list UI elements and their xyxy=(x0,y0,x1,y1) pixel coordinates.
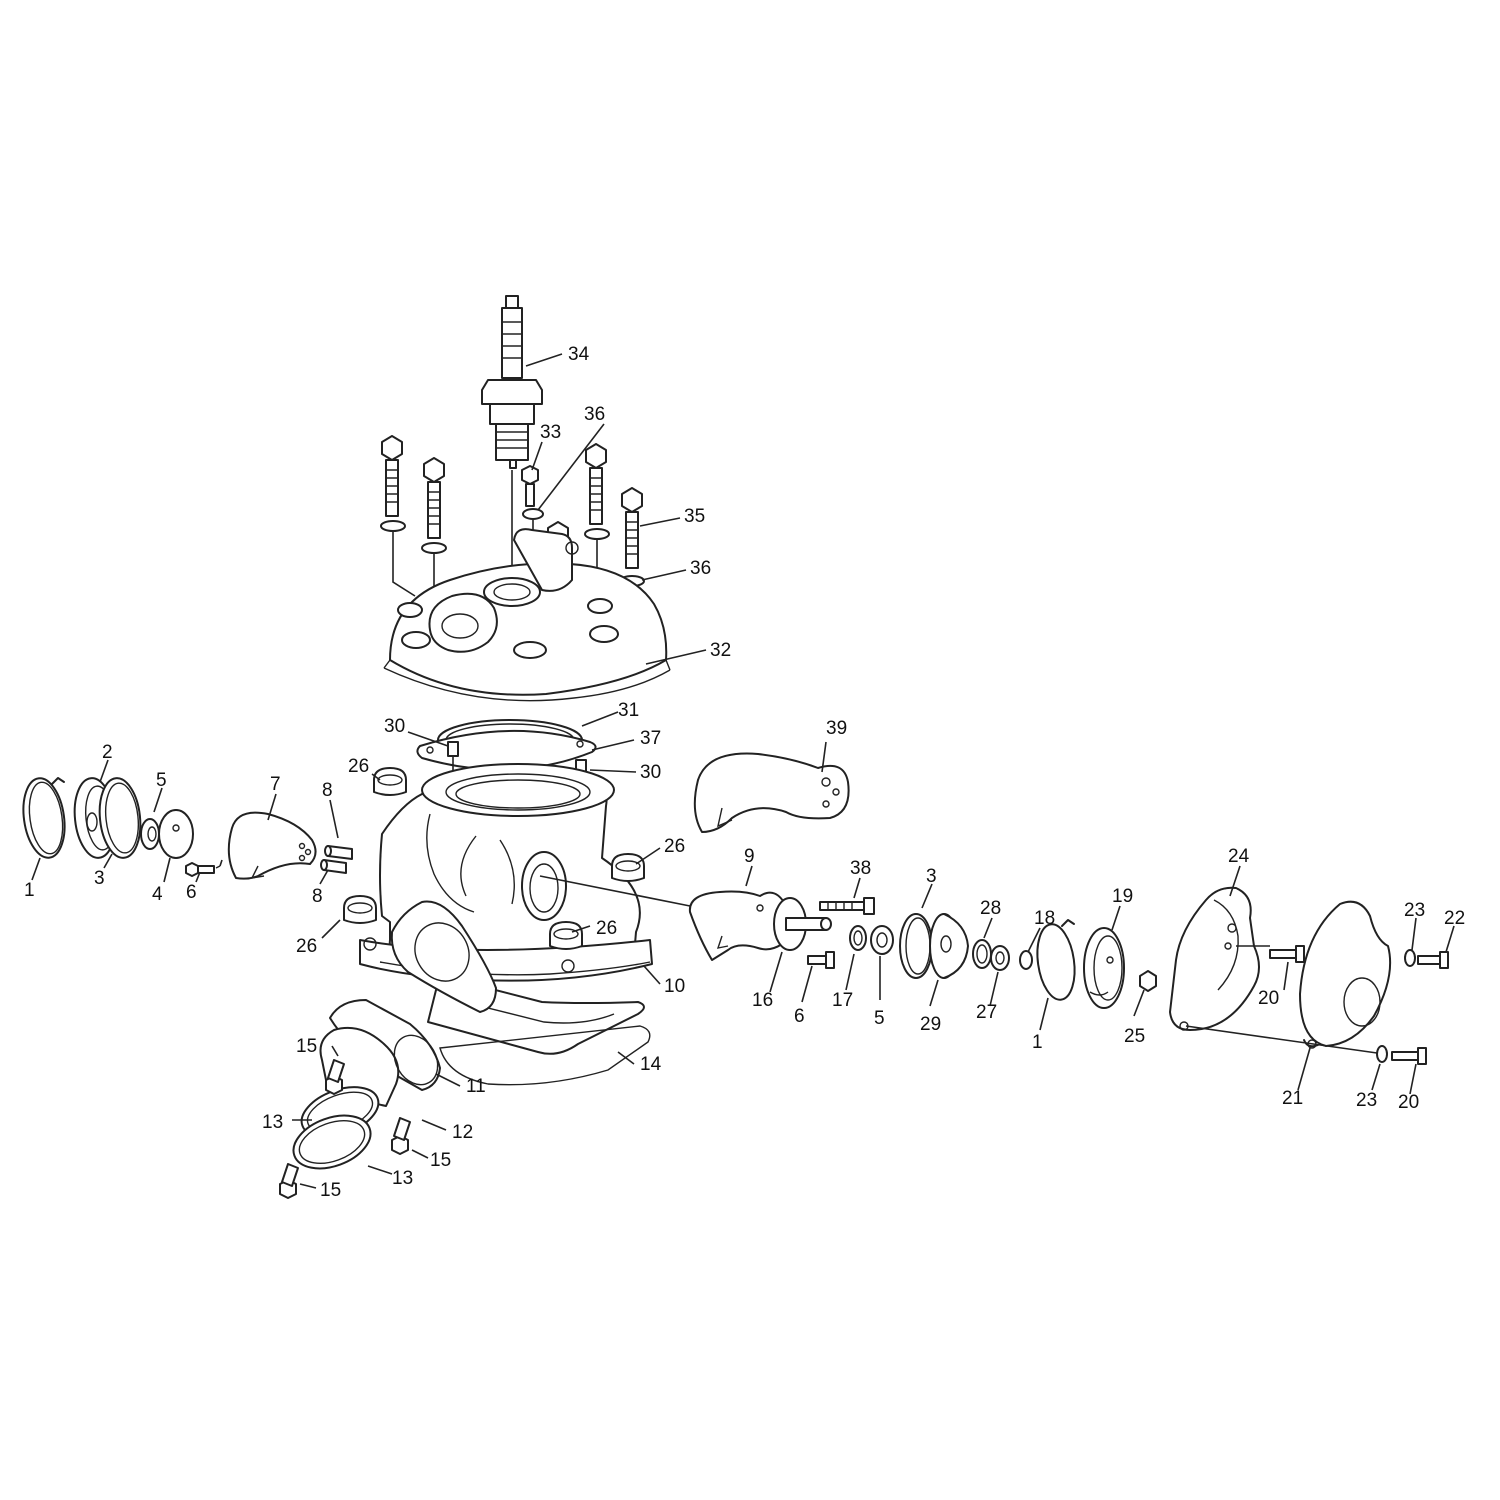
label-31: 31 xyxy=(618,700,639,721)
gear-19 xyxy=(1083,927,1125,1009)
cylinder-10 xyxy=(359,763,653,1055)
label-30-b: 30 xyxy=(640,762,661,783)
label-19: 19 xyxy=(1112,886,1133,907)
base-gasket-37 xyxy=(416,729,597,771)
label-18: 18 xyxy=(1034,908,1055,929)
cylinder-head-32 xyxy=(383,528,671,702)
seal-28 xyxy=(972,939,992,969)
label-39: 39 xyxy=(826,718,847,739)
pump-housing-16 xyxy=(773,897,832,951)
dowel-pin-8-lower xyxy=(320,859,347,874)
washer-17 xyxy=(849,925,867,951)
label-17: 17 xyxy=(832,990,853,1011)
impeller-29 xyxy=(929,913,969,979)
label-36-a: 36 xyxy=(584,404,605,425)
label-3-right: 3 xyxy=(926,866,937,887)
callout-labels: 1 2 3 5 4 6 7 8 8 26 26 26 26 30 31 37 3… xyxy=(24,344,1465,1201)
dowel-pin-8-upper xyxy=(324,845,353,860)
bolt-38 xyxy=(819,897,875,915)
label-25: 25 xyxy=(1124,1026,1145,1047)
hose-clamps-13 xyxy=(292,1086,380,1170)
label-8-lower: 8 xyxy=(312,886,323,907)
label-5-right: 5 xyxy=(874,1008,885,1029)
label-6-right: 6 xyxy=(794,1006,805,1027)
label-10: 10 xyxy=(664,976,685,997)
exhaust-valve-7 xyxy=(227,811,317,880)
label-26-b: 26 xyxy=(664,836,685,857)
label-14: 14 xyxy=(640,1054,662,1075)
bolts-15 xyxy=(279,1059,411,1199)
label-30-a: 30 xyxy=(384,716,405,737)
label-37: 37 xyxy=(640,728,661,749)
label-23-b: 23 xyxy=(1356,1090,1377,1111)
nut-25 xyxy=(1139,970,1157,992)
washer-36-upper xyxy=(522,508,544,520)
label-20-b: 20 xyxy=(1398,1092,1419,1113)
label-32: 32 xyxy=(710,640,731,661)
label-20-a: 20 xyxy=(1258,988,1279,1009)
o-ring-3 xyxy=(98,777,142,859)
bearing-5-right xyxy=(870,925,894,955)
label-11: 11 xyxy=(466,1076,486,1097)
washers-23 xyxy=(1376,949,1416,1063)
label-34: 34 xyxy=(568,344,590,365)
screw-22 xyxy=(1417,951,1449,969)
label-13-b: 13 xyxy=(392,1168,413,1189)
label-26-d: 26 xyxy=(596,918,617,939)
leader-lines xyxy=(31,353,1455,1189)
outer-cover-21 xyxy=(1299,900,1392,1049)
label-26-c: 26 xyxy=(296,936,317,957)
screws-20 xyxy=(1185,945,1427,1065)
circlip-1-right xyxy=(1036,919,1076,1001)
washer-18 xyxy=(1019,950,1033,970)
label-13-a: 13 xyxy=(262,1112,283,1133)
label-2: 2 xyxy=(102,742,113,763)
label-4: 4 xyxy=(152,884,163,905)
label-15-a: 15 xyxy=(296,1036,317,1057)
label-27: 27 xyxy=(976,1002,997,1023)
label-8-upper: 8 xyxy=(322,780,333,801)
label-5: 5 xyxy=(156,770,167,791)
label-7: 7 xyxy=(270,774,281,795)
label-36-b: 36 xyxy=(690,558,711,579)
label-15-c: 15 xyxy=(320,1180,341,1201)
label-28: 28 xyxy=(980,898,1001,919)
label-35: 35 xyxy=(684,506,705,527)
label-38: 38 xyxy=(850,858,871,879)
label-3: 3 xyxy=(94,868,105,889)
bolt-33 xyxy=(521,465,539,507)
label-12: 12 xyxy=(452,1122,473,1143)
nuts-26 xyxy=(343,767,645,950)
label-21: 21 xyxy=(1282,1088,1303,1109)
label-15-b: 15 xyxy=(430,1150,451,1171)
screw-6-right xyxy=(807,951,835,969)
reed-gasket-11 xyxy=(390,900,497,1013)
label-16: 16 xyxy=(752,990,773,1011)
bushing-27 xyxy=(990,945,1010,971)
spark-plug-34 xyxy=(481,295,543,469)
circlip-left xyxy=(22,777,66,859)
label-22: 22 xyxy=(1444,908,1465,929)
inner-cover-24 xyxy=(1169,886,1260,1031)
washer-disc-4 xyxy=(158,809,194,859)
label-6: 6 xyxy=(186,882,197,903)
power-valve-39 xyxy=(693,752,850,833)
label-23-a: 23 xyxy=(1404,900,1425,921)
lower-gasket-14 xyxy=(439,1025,651,1086)
label-33: 33 xyxy=(540,422,561,443)
label-1-right: 1 xyxy=(1032,1032,1043,1053)
o-ring-3-right xyxy=(899,913,933,979)
screw-6-left xyxy=(185,859,223,877)
label-9: 9 xyxy=(744,846,755,867)
label-1: 1 xyxy=(24,880,35,901)
label-26-a: 26 xyxy=(348,756,369,777)
label-24: 24 xyxy=(1228,846,1250,867)
label-29: 29 xyxy=(920,1014,941,1035)
bearing-5 xyxy=(140,818,160,850)
